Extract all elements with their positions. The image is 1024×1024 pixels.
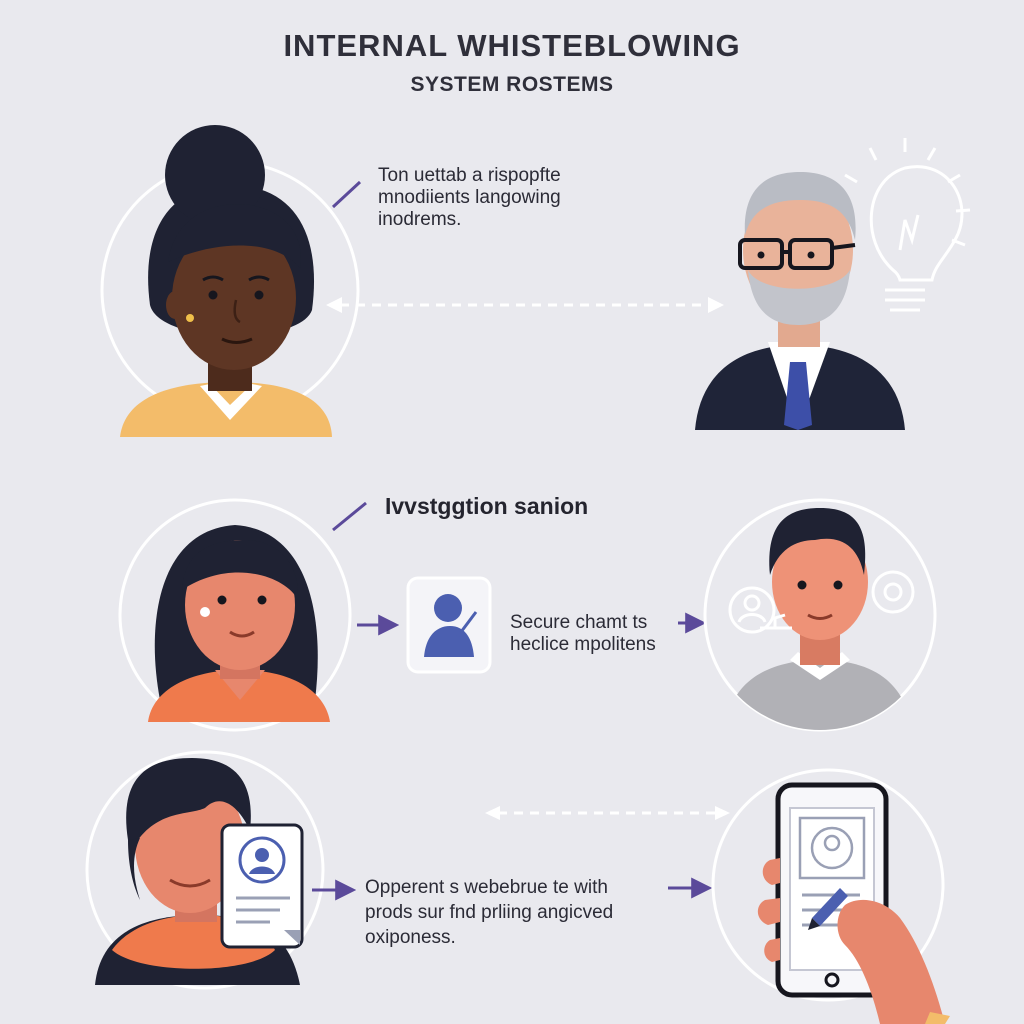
investigation-heading: Ivvstggtion sanion	[385, 493, 589, 519]
caption-line: Opperent s webebrue te with	[365, 877, 608, 898]
manager-man-avatar	[695, 172, 905, 430]
caption-line: mnodiients langowing	[378, 187, 561, 208]
caption-line: prods sur fnd prliing angicved	[365, 902, 614, 923]
page-subtitle: SYSTEM ROSTEMS	[410, 73, 614, 96]
caption-website-reporting: Opperent s webebrue te with prods sur fn…	[365, 875, 613, 950]
caption-secure-channels: Secure chamt ts heclice mpolitens	[510, 612, 656, 656]
employee-woman-avatar	[118, 498, 352, 732]
pen-icon	[808, 888, 848, 930]
id-card-icon	[220, 823, 304, 949]
caption-line: Ton uettab a rispopfte	[378, 165, 561, 186]
hand-icon	[757, 858, 950, 1024]
reporter-woman-avatar	[100, 125, 360, 437]
bidirectional-arrow-2	[485, 806, 730, 820]
caption-line: heclice mpolitens	[510, 634, 656, 655]
user-badge-icon[interactable]	[406, 576, 492, 674]
target-icon	[871, 570, 915, 614]
caption-line: oxiponess.	[365, 927, 456, 948]
caption-pointer-1	[331, 180, 362, 209]
caption-line: inodrems.	[378, 209, 462, 230]
investigator-man-avatar	[703, 498, 937, 732]
page-title: INTERNAL WHISTEBLOWING	[283, 28, 741, 63]
bidirectional-arrow-1	[326, 297, 724, 313]
profile-icon	[728, 586, 792, 634]
caption-pointer-2	[332, 501, 367, 532]
caption-line: Secure chamt ts	[510, 612, 648, 633]
lightbulb-icon	[844, 138, 971, 312]
caption-reporting: Ton uettab a rispopfte mnodiients langow…	[378, 165, 561, 231]
